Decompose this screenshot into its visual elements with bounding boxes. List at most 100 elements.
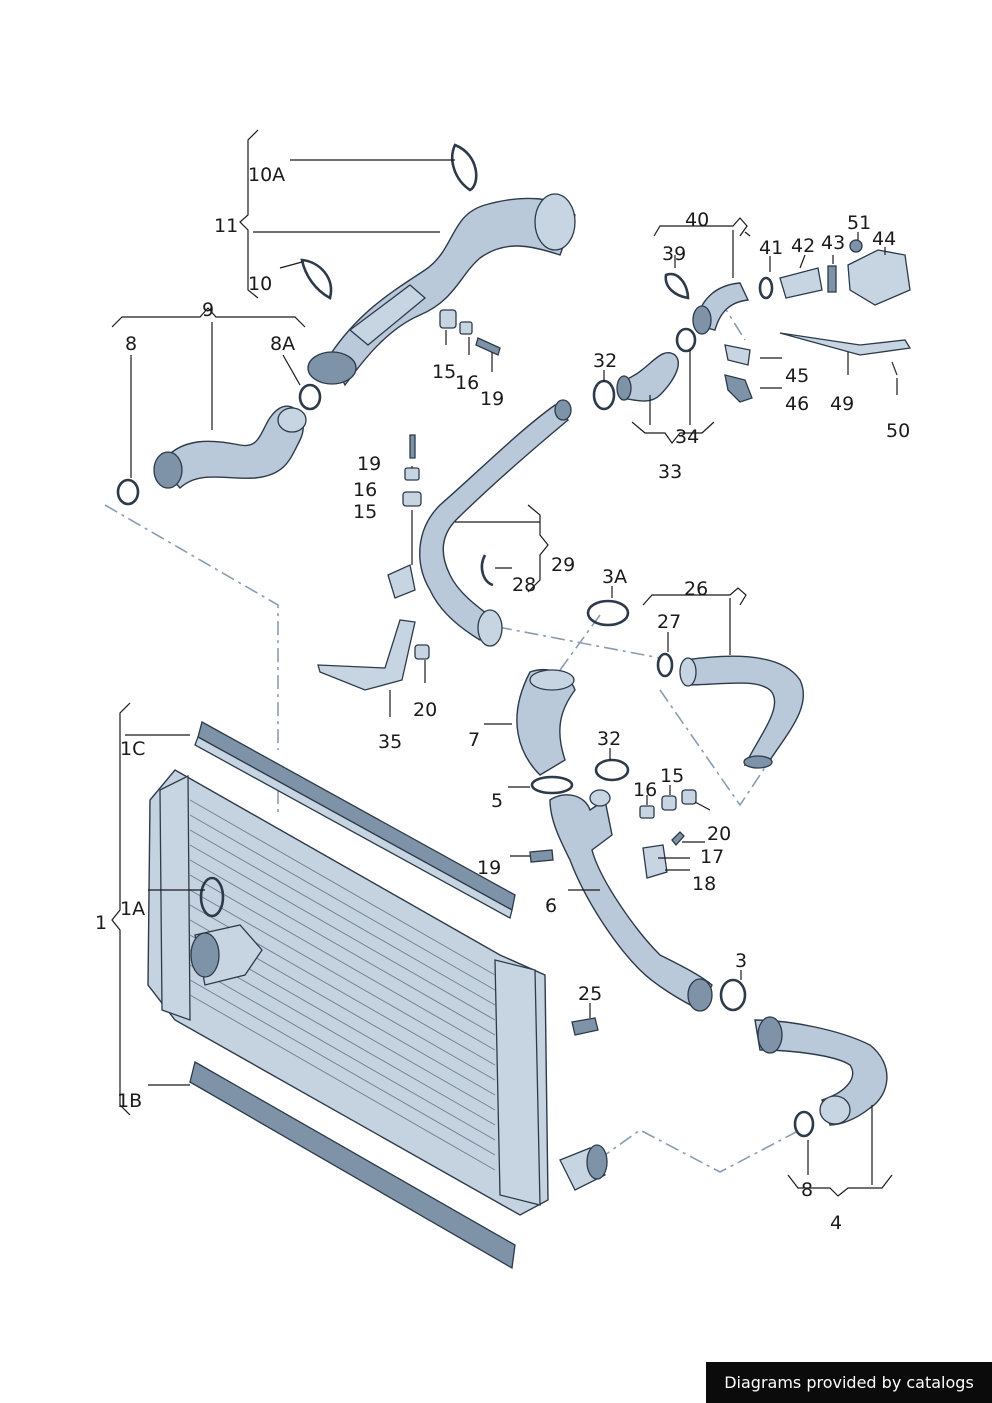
- clip-10[interactable]: [300, 258, 333, 300]
- label-29: 29: [551, 554, 575, 576]
- label-3: 3: [735, 950, 747, 972]
- hose-34[interactable]: [616, 352, 679, 402]
- o-ring-39b[interactable]: [675, 327, 697, 353]
- label-1: 1: [95, 912, 107, 934]
- nut-16c[interactable]: [639, 805, 655, 819]
- label-50: 50: [886, 420, 910, 442]
- label-16b: 16: [353, 479, 377, 501]
- bush-15b[interactable]: [402, 491, 422, 507]
- label-51: 51: [847, 212, 871, 234]
- clamp-3a[interactable]: [586, 599, 630, 627]
- label-44: 44: [872, 228, 896, 250]
- label-34: 34: [675, 426, 699, 448]
- label-11: 11: [214, 215, 238, 237]
- label-46: 46: [785, 393, 809, 415]
- nut-51[interactable]: [849, 239, 863, 253]
- label-18: 18: [692, 873, 716, 895]
- hose-26[interactable]: [679, 655, 805, 769]
- bracket-49[interactable]: [779, 332, 912, 356]
- label-20a: 20: [413, 699, 437, 721]
- label-1a: 1A: [120, 898, 145, 920]
- credit-banner: Diagrams provided by catalogs parts: [706, 1362, 992, 1403]
- clamp-32-lower[interactable]: [594, 758, 630, 782]
- label-45: 45: [785, 365, 809, 387]
- label-6: 6: [545, 895, 557, 917]
- bolt-50[interactable]: [891, 361, 898, 376]
- nut-15c-2[interactable]: [681, 789, 697, 805]
- intercooler[interactable]: [147, 769, 608, 1216]
- bolt-19a[interactable]: [475, 337, 501, 356]
- hose-42[interactable]: [779, 267, 823, 299]
- clamp-32-upper[interactable]: [592, 379, 616, 411]
- elbow-40[interactable]: [692, 282, 750, 335]
- clip-45[interactable]: [724, 344, 751, 366]
- label-9: 9: [202, 299, 214, 321]
- o-ring-8-lower[interactable]: [793, 1110, 815, 1138]
- label-1c: 1C: [120, 738, 145, 760]
- clip-10a[interactable]: [450, 143, 478, 192]
- ring-43[interactable]: [827, 265, 837, 293]
- clamp-3[interactable]: [719, 978, 747, 1012]
- o-ring-8a[interactable]: [298, 383, 322, 411]
- bracket-35-upper: [387, 564, 416, 599]
- bolt-20b[interactable]: [671, 831, 685, 847]
- label-5: 5: [491, 790, 503, 812]
- label-42: 42: [791, 235, 815, 257]
- label-15a: 15: [432, 361, 456, 383]
- hose-9[interactable]: [153, 405, 307, 489]
- label-8-lower: 8: [801, 1179, 813, 1201]
- o-ring-27[interactable]: [656, 652, 674, 678]
- o-ring-1a[interactable]: [199, 876, 225, 918]
- label-15b: 15: [353, 501, 377, 523]
- label-4: 4: [830, 1212, 842, 1234]
- bracket-35[interactable]: [317, 619, 416, 691]
- label-20b: 20: [707, 823, 731, 845]
- label-26: 26: [684, 578, 708, 600]
- label-19a: 19: [480, 388, 504, 410]
- hose-4[interactable]: [754, 1016, 888, 1126]
- clamp-5[interactable]: [530, 775, 574, 795]
- charge-pipe-11[interactable]: [307, 193, 576, 387]
- label-15c: 15: [660, 765, 684, 787]
- nut-16b[interactable]: [404, 467, 420, 481]
- label-41: 41: [759, 237, 783, 259]
- nut-20a[interactable]: [414, 644, 430, 660]
- bolt-25[interactable]: [571, 1017, 599, 1036]
- pipe-6[interactable]: [549, 789, 713, 1012]
- label-25: 25: [578, 983, 602, 1005]
- clip-28[interactable]: [480, 554, 494, 587]
- intercooler-outlet-port: [586, 1144, 608, 1180]
- label-19b: 19: [357, 453, 381, 475]
- label-43: 43: [821, 232, 845, 254]
- bolt-19c[interactable]: [529, 849, 554, 863]
- label-17: 17: [700, 846, 724, 868]
- intercooler-fins: [189, 799, 496, 1171]
- label-10: 10: [248, 273, 272, 295]
- label-28: 28: [512, 574, 536, 596]
- bush-15a[interactable]: [439, 309, 457, 329]
- bush-15c[interactable]: [661, 795, 677, 811]
- label-8-top: 8: [125, 333, 137, 355]
- label-19c: 19: [477, 857, 501, 879]
- nut-16a[interactable]: [459, 321, 473, 335]
- clip-46[interactable]: [724, 374, 753, 403]
- clamp-41[interactable]: [758, 276, 774, 300]
- label-7: 7: [468, 729, 480, 751]
- sensor-17[interactable]: [642, 844, 668, 879]
- label-40: 40: [685, 209, 709, 231]
- label-10a: 10A: [248, 164, 285, 186]
- label-16a: 16: [455, 372, 479, 394]
- label-35: 35: [378, 731, 402, 753]
- clip-39[interactable]: [664, 272, 690, 300]
- seal-strip-1b[interactable]: [189, 1061, 516, 1270]
- hose-7[interactable]: [516, 669, 576, 776]
- bolt-19b[interactable]: [409, 434, 416, 459]
- label-8a: 8A: [270, 333, 295, 355]
- pipe-29[interactable]: [419, 399, 572, 647]
- label-27: 27: [657, 611, 681, 633]
- callout-labels: 10A 11 10 9 8 8A 15 16 19 40 39 41 42 43…: [95, 164, 910, 1234]
- o-ring-8-upper[interactable]: [116, 478, 140, 506]
- valve-44[interactable]: [847, 249, 911, 306]
- label-32-lower: 32: [597, 728, 621, 750]
